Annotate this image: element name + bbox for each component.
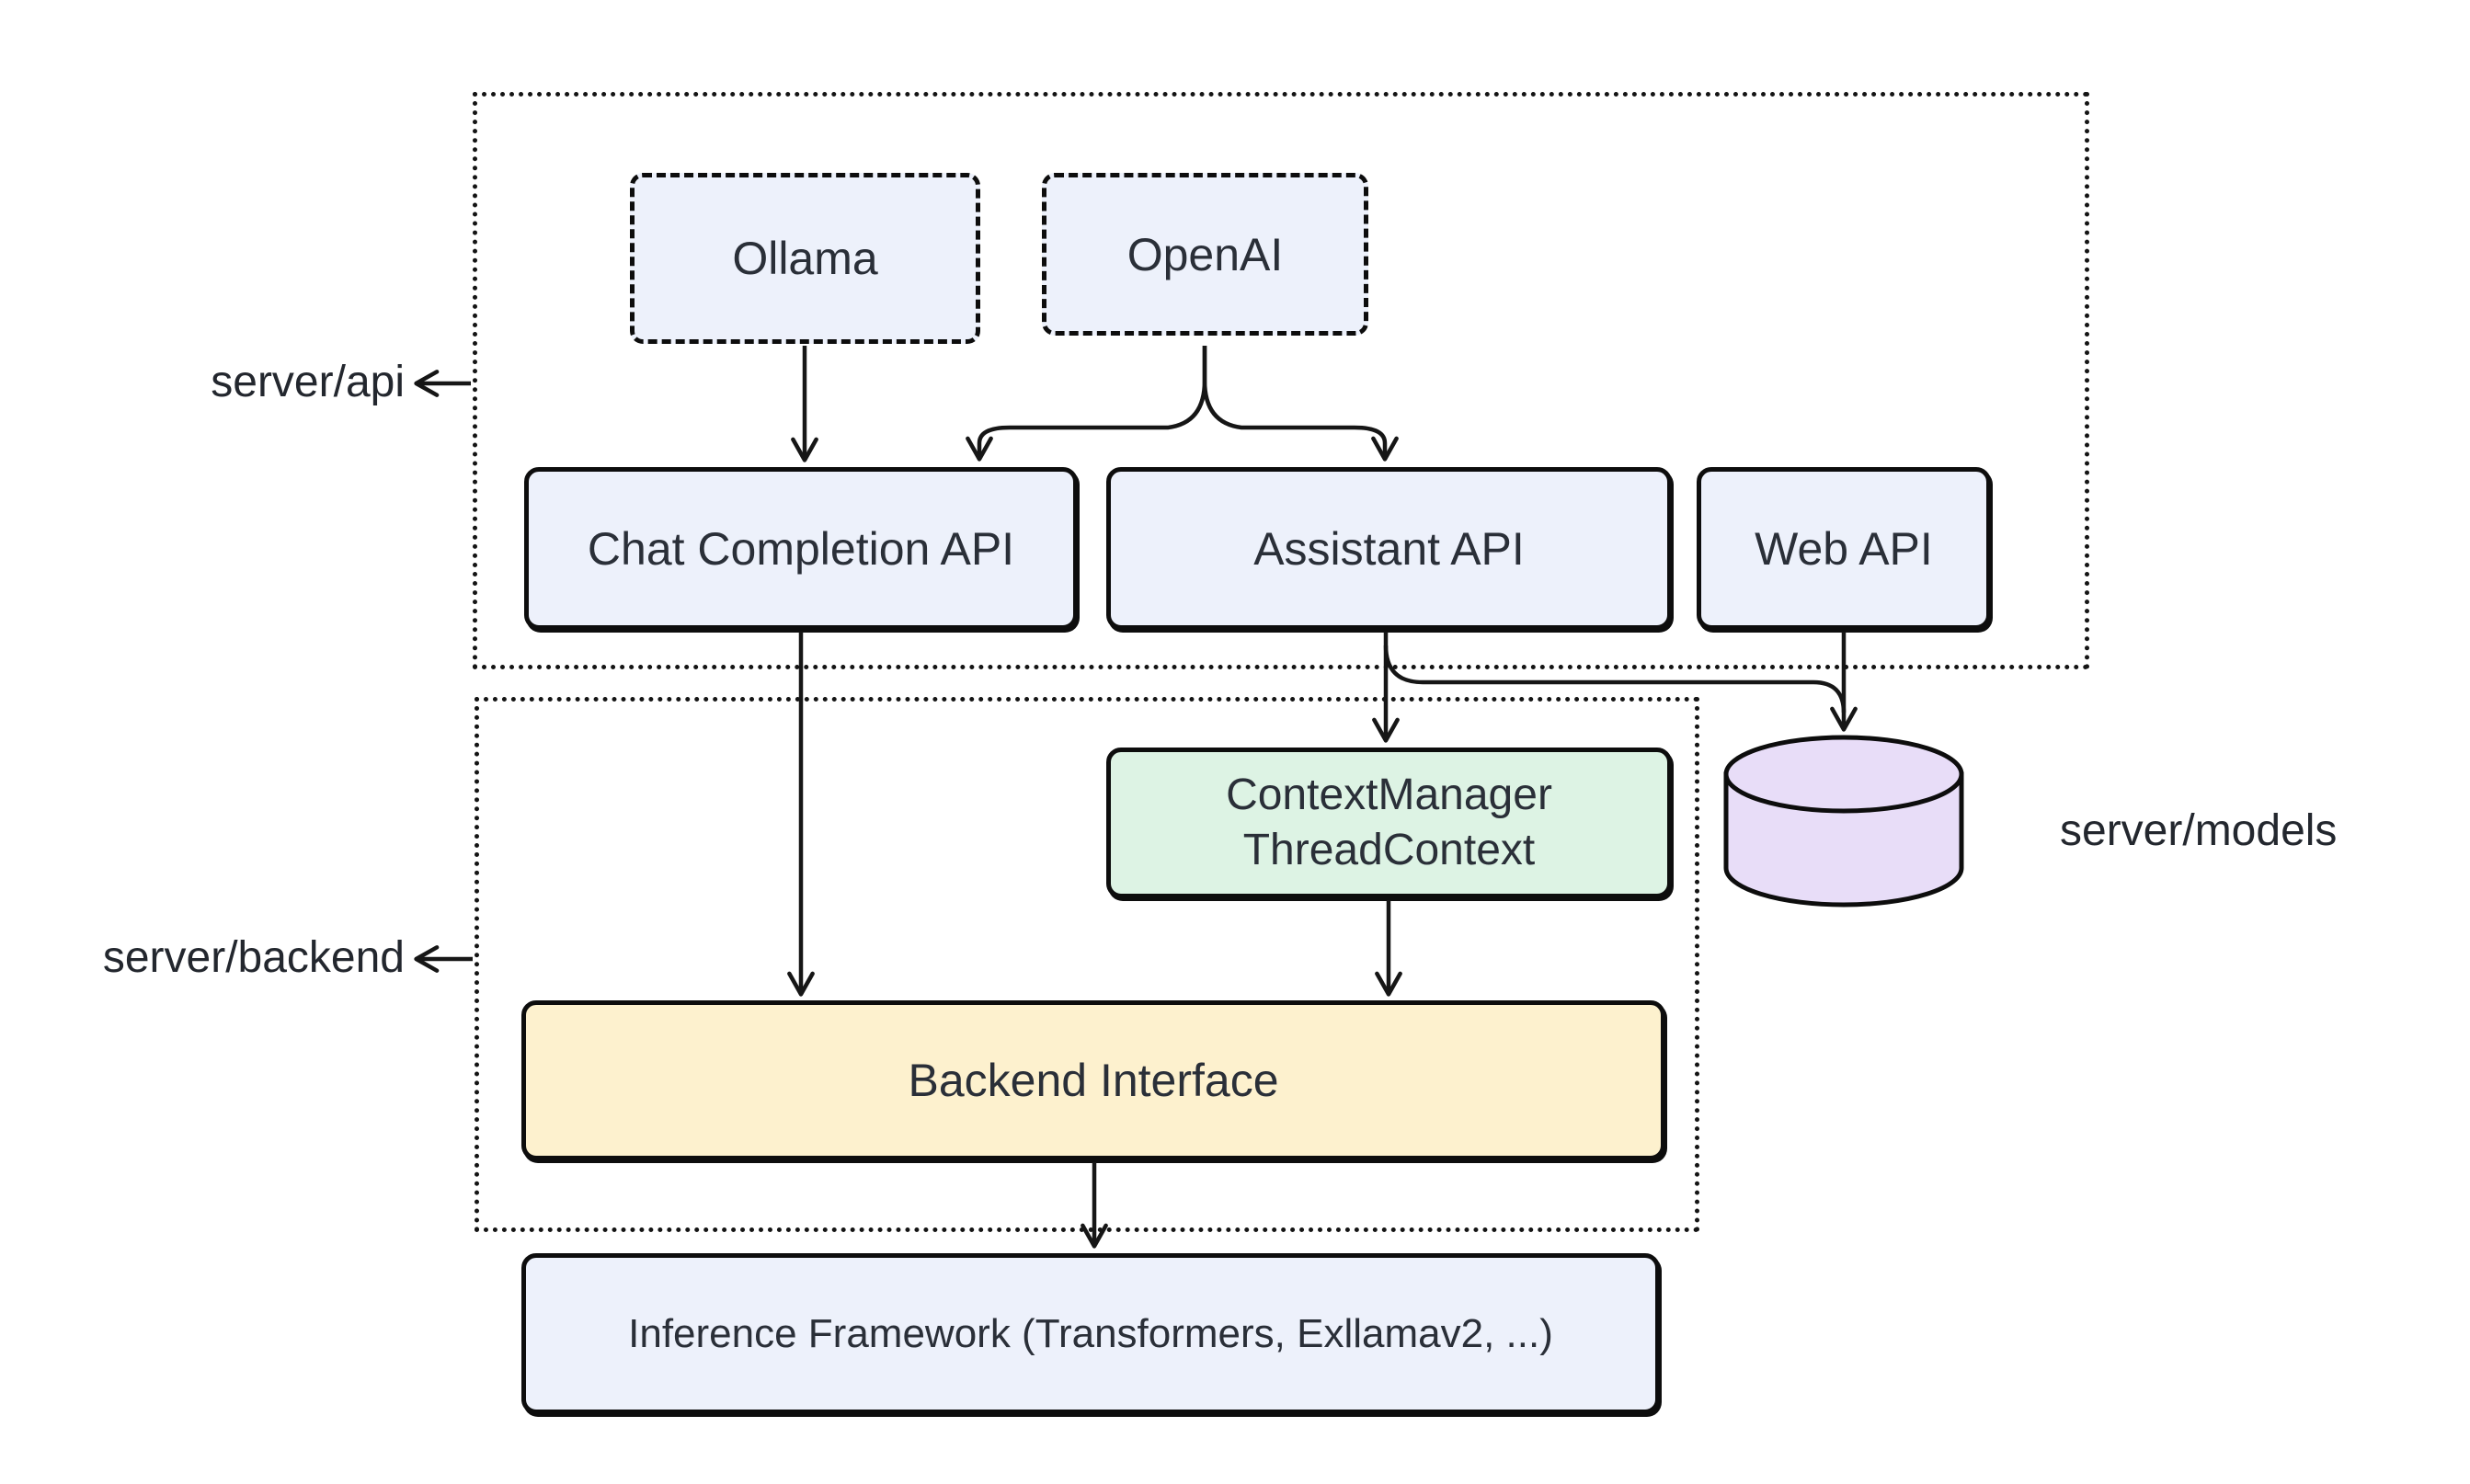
node-assistant-api-label: Assistant API [1253,522,1525,575]
node-web-api: Web API [1697,467,1991,630]
node-web-api-label: Web API [1755,522,1933,575]
node-context-manager: ContextManager ThreadContext [1106,748,1672,898]
label-server-api: server/api [211,358,405,406]
node-chat-completion-api: Chat Completion API [524,467,1078,630]
node-backend-interface-label: Backend Interface [908,1055,1279,1106]
node-assistant-api: Assistant API [1106,467,1672,630]
node-openai-label: OpenAI [1126,228,1284,280]
node-inference-framework-label: Inference Framework (Transformers, Exlla… [628,1310,1553,1356]
label-server-models: server/models [2060,806,2338,855]
cylinder-top [1723,735,1964,814]
node-backend-interface: Backend Interface [521,1000,1665,1160]
node-chat-completion-api-label: Chat Completion API [587,522,1015,575]
node-openai: OpenAI [1042,173,1368,336]
node-sqlite-label: sqlite [1791,810,1896,859]
node-context-manager-label-line1: ContextManager [1226,771,1552,819]
group-border-server-api [473,92,2089,669]
node-context-manager-label-line2: ThreadContext [1242,826,1536,874]
node-ollama: Ollama [630,173,980,344]
label-server-backend: server/backend [102,933,405,982]
node-ollama-label: Ollama [732,233,878,284]
node-inference-framework: Inference Framework (Transformers, Exlla… [521,1253,1660,1414]
